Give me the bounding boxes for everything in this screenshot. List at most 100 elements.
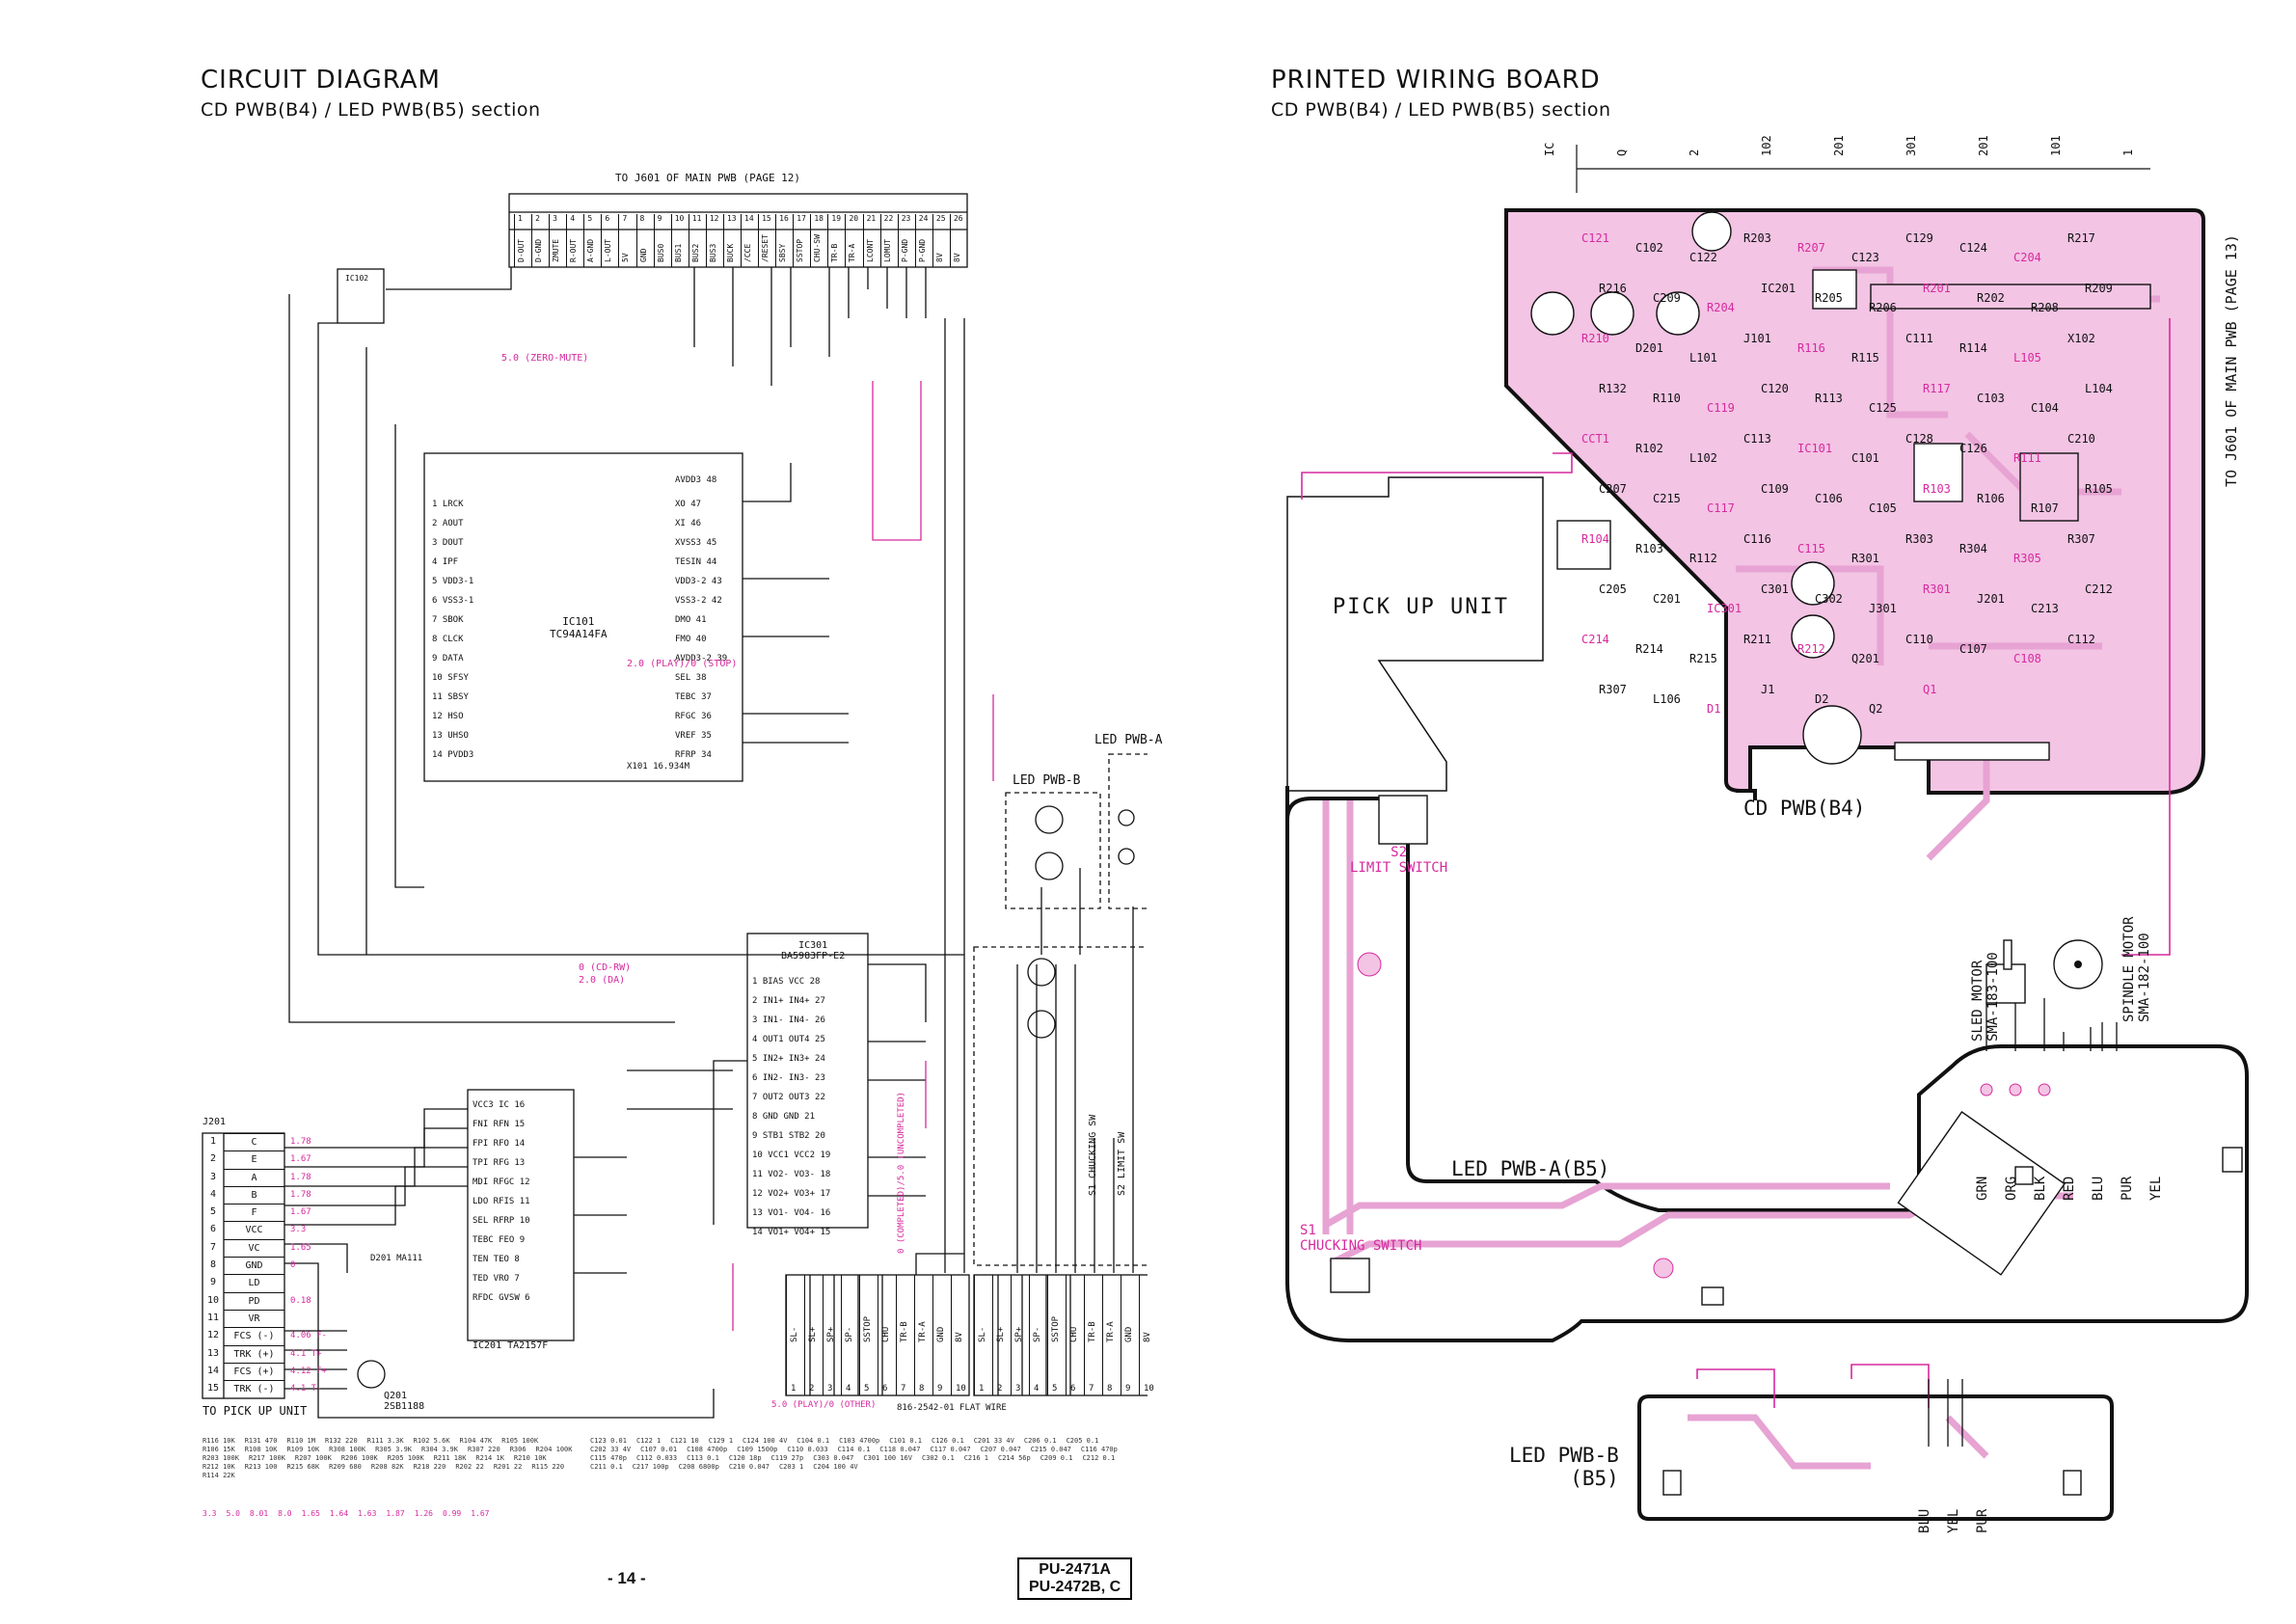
j301-pin-signal: SL+: [808, 1326, 818, 1342]
ruler-label: 301: [1904, 135, 1918, 156]
j1-pin: SL-1: [974, 1275, 992, 1395]
motor-wire-label: PUR: [2120, 1176, 2135, 1201]
voltage-value: 8.0: [278, 1509, 292, 1518]
capacitor-value: C201 33 4V: [973, 1437, 1014, 1445]
pwb-part-label: C121: [1581, 231, 1609, 245]
j1-pin-number: 1: [979, 1384, 985, 1394]
ledb-wire-label: YEL: [1946, 1508, 1961, 1533]
j101-pin-number: 13: [726, 214, 737, 223]
j101-pin-number: 4: [570, 214, 576, 223]
ruler-label: 102: [1760, 135, 1773, 156]
capacitor-value: C118 0.047: [879, 1446, 921, 1453]
pwb-part-label: C302: [1815, 592, 1843, 606]
pwb-part-label: R102: [1635, 442, 1663, 455]
pwb-part-label: R212: [1797, 642, 1825, 656]
pwb-part-label: X102: [2067, 332, 2095, 345]
s1-ref: S1: [1300, 1223, 1316, 1238]
ruler-label: 2: [1688, 149, 1701, 156]
j101-pin-signal: D-GND: [534, 238, 544, 262]
sled-motor-label: SLED MOTOR SMA-183-100: [1970, 952, 2001, 1042]
j201-pin-signal: FCS (-): [224, 1327, 284, 1344]
capacitor-value: C110 0.033: [787, 1446, 828, 1453]
j101-pin-number: 7: [622, 214, 628, 223]
pwb-part-label: L101: [1689, 351, 1717, 365]
voltage-value: 1.26: [414, 1509, 433, 1518]
pickup-outline: [1286, 476, 1544, 792]
resistor-value: R213 100: [244, 1463, 278, 1471]
ruler-label: Q: [1615, 149, 1629, 156]
pwb-part-label: R103: [1923, 482, 1951, 496]
j201-pin-number: 15: [206, 1383, 220, 1394]
j1-pin-number: 8: [1107, 1384, 1113, 1394]
capacitor-value: C109 1500p: [737, 1446, 778, 1453]
svg-text:AVDD3-2 39: AVDD3-2 39: [675, 654, 727, 663]
pwb-part-label: R215: [1689, 652, 1717, 665]
resistor-value: R211 18K: [433, 1454, 467, 1462]
svg-text:SEL 38: SEL 38: [675, 673, 707, 683]
spindle-motor-label: SPINDLE MOTOR SMA-182-100: [2121, 916, 2152, 1022]
pwb-part-label: IC201: [1761, 282, 1796, 295]
sled-motor-title: SLED MOTOR: [1970, 960, 1985, 1042]
pwb-part-label: C112: [2067, 633, 2095, 646]
pwb-part-label: R113: [1815, 392, 1843, 405]
pwb-part-label: C125: [1869, 401, 1897, 415]
svg-text:TEN TEO 8: TEN TEO 8: [473, 1255, 520, 1264]
j1-pin-signal: 8V: [1143, 1332, 1152, 1342]
svg-text:XVSS3 45: XVSS3 45: [675, 538, 716, 548]
j201-pin-number: 5: [209, 1206, 217, 1218]
capacitor-value: C120 18p: [728, 1454, 762, 1462]
pwb-part-label: L104: [2085, 382, 2113, 395]
pwb-part-label: C116: [1743, 532, 1771, 546]
svg-text:MDI RFGC 12: MDI RFGC 12: [473, 1177, 530, 1187]
j201-pin-number: 11: [206, 1312, 220, 1323]
capacitor-value: C126 0.1: [932, 1437, 964, 1445]
svg-text:5 IN2+ IN3+ 24: 5 IN2+ IN3+ 24: [752, 1054, 825, 1064]
svg-text:7 OUT2 OUT3 22: 7 OUT2 OUT3 22: [752, 1093, 825, 1102]
j101-pin-number: 23: [901, 214, 911, 223]
resistor-value: R218 220: [413, 1463, 446, 1471]
j201-pin-voltage: 1.78: [290, 1172, 311, 1182]
j101-pin: 14/CCE: [741, 214, 758, 267]
j201-pin-voltage: 1.78: [290, 1189, 311, 1200]
s2-desc: LIMIT SWITCH: [1350, 860, 1448, 876]
pwb-part-label: C102: [1635, 241, 1663, 255]
ic101-label: IC101 TC94A14FA: [550, 615, 608, 640]
pwb-part-label: C117: [1707, 501, 1735, 515]
pwb-part-label: C301: [1761, 582, 1789, 596]
pwb-part-label: R107: [2031, 501, 2059, 515]
capacitor-value: C113 0.1: [687, 1454, 719, 1462]
j101-pin-signal: CHU-SW: [813, 234, 823, 262]
capacitor-value: C117 0.047: [930, 1446, 971, 1453]
svg-text:TEBC 37: TEBC 37: [675, 692, 712, 702]
pwb-flat-cable: [1301, 318, 2171, 1408]
capacitor-value: C209 0.1: [1040, 1454, 1073, 1462]
svg-text:FMO 40: FMO 40: [675, 635, 707, 644]
pwb-part-label: R211: [1743, 633, 1771, 646]
j301-pin-number: 1: [791, 1384, 797, 1394]
pwb-subtitle: CD PWB(B4) / LED PWB(B5) section: [1271, 99, 1611, 121]
pwb-part-label: C110: [1905, 633, 1933, 646]
j1-pin-number: 3: [1015, 1384, 1021, 1394]
capacitor-value: C108 4700p: [687, 1446, 728, 1453]
capacitor-value: C203 1: [778, 1463, 804, 1471]
q201-part: 2SB1188: [384, 1401, 425, 1412]
motor-wire-label: ORG: [2004, 1176, 2019, 1201]
pwb-part-label: R116: [1797, 341, 1825, 355]
j101-pin-signal: TR-A: [848, 243, 857, 262]
j101-pin-signal: SSTOP: [796, 238, 805, 262]
svg-text:VSS3-2 42: VSS3-2 42: [675, 596, 722, 606]
j101-pin-signal: SBSY: [778, 243, 788, 262]
pwb-part-label: C119: [1707, 401, 1735, 415]
